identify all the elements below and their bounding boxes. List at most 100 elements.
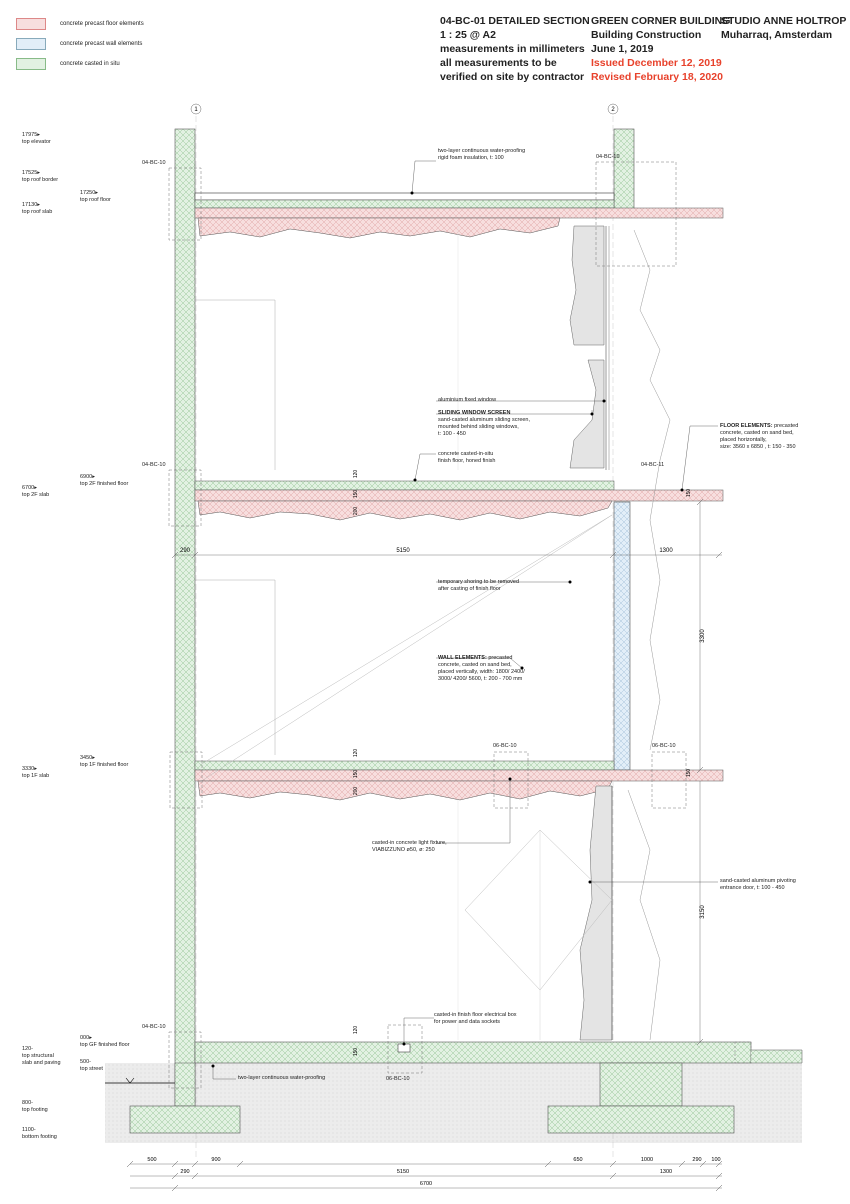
note-fixed-window: aluminium fixed window	[438, 397, 497, 403]
dim-bottom: 1300	[660, 1169, 672, 1175]
ground-slab	[194, 1041, 752, 1064]
dim-floor: 150	[353, 770, 359, 779]
right-parapet	[613, 128, 635, 212]
note-light-fixture: casted-in concrete light fixture, VIABIZ…	[372, 840, 447, 853]
roof-slab	[194, 207, 724, 219]
detail-callout-ground-left	[168, 1031, 202, 1089]
studio-name: STUDIO ANNE HOLTROP	[721, 15, 847, 27]
dim-bottom: 1000	[641, 1157, 653, 1163]
2f-precast-floor-underside	[197, 500, 613, 521]
note-sliding-screen-title: SLIDING WINDOW SCREEN	[438, 410, 511, 416]
level-top-gf-finished-floor: 000▸top GF finished floor	[80, 1035, 130, 1048]
legend-item-precast-floor: concrete precast floor elements	[16, 14, 144, 34]
axis-marker-2	[607, 103, 619, 115]
roof-precast-floor-underside	[197, 217, 561, 239]
temporary-shoring	[199, 514, 613, 766]
dim-bottom: 500	[147, 1157, 156, 1163]
note-ground-waterproofing: two-layer continuous water-proofing	[238, 1075, 326, 1081]
level-top-roof-slab: 17130▸top roof slab	[22, 202, 53, 215]
project-date: June 1, 2019	[591, 43, 654, 55]
issued-date: Issued December 12, 2019	[591, 57, 722, 69]
project-phase: Building Construction	[591, 29, 702, 41]
1f-finish-floor	[194, 760, 615, 771]
detail-ref: 06-BC-10	[652, 743, 676, 749]
axis-marker-1	[190, 103, 202, 115]
detail-callout-2f-left	[168, 469, 202, 527]
level-top-2f-finished-floor: 6900▸top 2F finished floor	[80, 474, 129, 487]
dim-finish-floor: 120	[353, 749, 359, 758]
dim-wall-height: 3300	[700, 629, 706, 643]
right-pier	[599, 1062, 683, 1107]
dim-finish-floor: 120	[353, 470, 359, 479]
title-line: measurements in millimeters	[440, 43, 585, 55]
title-line: 1 : 25 @ A2	[440, 29, 496, 41]
detail-callout-1f-right	[651, 751, 687, 809]
detail-ref: 06-BC-10	[493, 743, 517, 749]
left-wall	[174, 128, 196, 1107]
precast-wall-swatch	[16, 38, 46, 50]
title-line: verified on site by contractor	[440, 71, 585, 83]
sliding-screen-upper	[569, 225, 605, 346]
detail-callout-roof-right	[595, 161, 677, 267]
legend: concrete precast floor elements concrete…	[16, 14, 144, 74]
dim-upper-cantilever: 1300	[659, 548, 673, 554]
project-name: GREEN CORNER BUILDING	[591, 15, 731, 27]
in-situ-swatch	[16, 58, 46, 70]
level-top-street: 500-top street	[80, 1059, 103, 1072]
dim-upper-wall: 290	[180, 548, 191, 554]
dim-slab-edge: 150	[686, 769, 692, 778]
level-top-roof-floor: 17250▸top roof floor	[80, 190, 111, 203]
legend-label: concrete precast floor elements	[60, 21, 144, 27]
detail-callout-roof-left	[168, 167, 202, 241]
door-swing-lines	[464, 829, 613, 991]
dim-finish-floor: 120	[353, 1026, 359, 1035]
legend-item-in-situ: concrete casted in situ	[16, 54, 144, 74]
roof-insulation	[194, 192, 615, 201]
studio-info: STUDIO ANNE HOLTROP Muharraq, Amsterdam	[721, 14, 846, 42]
legend-label: concrete precast wall elements	[60, 41, 143, 47]
dim-bottom: 290	[180, 1169, 189, 1175]
dim-total: 6700	[420, 1181, 432, 1187]
detail-callout-light-fixture	[493, 751, 529, 809]
dim-door-height: 3150	[700, 905, 706, 919]
note-electrical-box: casted-in finish floor electrical box fo…	[434, 1012, 517, 1025]
dim-floor: 200	[353, 787, 359, 796]
note-sliding-screen: sand-casted aluminum sliding screen, mou…	[438, 417, 531, 437]
title-line: 04-BC-01 DETAILED SECTION	[440, 15, 590, 27]
legend-label: concrete casted in situ	[60, 61, 120, 67]
dim-bottom: 650	[573, 1157, 582, 1163]
sliding-screen-lower	[569, 359, 605, 469]
2f-slab	[194, 489, 724, 502]
dim-bottom: 290	[692, 1157, 701, 1163]
axis-label-2: 2	[611, 107, 615, 113]
level-top-1f-finished-floor: 3450▸top 1F finished floor	[80, 755, 129, 768]
paving	[751, 1049, 803, 1064]
detail-callout-1f-left	[169, 751, 203, 809]
note-roof-waterproofing: two-layer continuous water-proofing rigi…	[438, 148, 526, 161]
1f-precast-floor-underside	[197, 780, 613, 801]
detail-ref: 04-BC-10	[142, 462, 166, 468]
detail-ref: 04-BC-10	[142, 1024, 166, 1030]
legend-item-precast-wall: concrete precast wall elements	[16, 34, 144, 54]
detail-ref: 04-BC-10	[142, 160, 166, 166]
dim-slab-edge: 150	[686, 489, 692, 498]
dim-floor: 150	[353, 490, 359, 499]
level-top-footing: 800-top footing	[22, 1100, 48, 1113]
left-footing	[129, 1105, 241, 1134]
precast-wall-element	[613, 501, 631, 771]
revised-date: Revised February 18, 2020	[591, 71, 723, 83]
precast-floor-swatch	[16, 18, 46, 30]
note-temporary-shoring: temporary shoring to be removed after ca…	[438, 579, 520, 592]
level-top-2f-slab: 6700▸top 2F slab	[22, 485, 50, 498]
detail-ref: 06-BC-10	[386, 1076, 410, 1082]
dim-bottom: 900	[211, 1157, 220, 1163]
dim-floor: 150	[353, 1048, 359, 1057]
street-level-marker	[125, 1077, 135, 1084]
level-top-1f-slab: 3330▸top 1F slab	[22, 766, 50, 779]
level-top-elevator: 17975▸top elevator	[22, 132, 51, 145]
level-top-roof-border: 17525▸top roof border	[22, 170, 59, 183]
dim-upper-span: 5150	[396, 548, 410, 554]
